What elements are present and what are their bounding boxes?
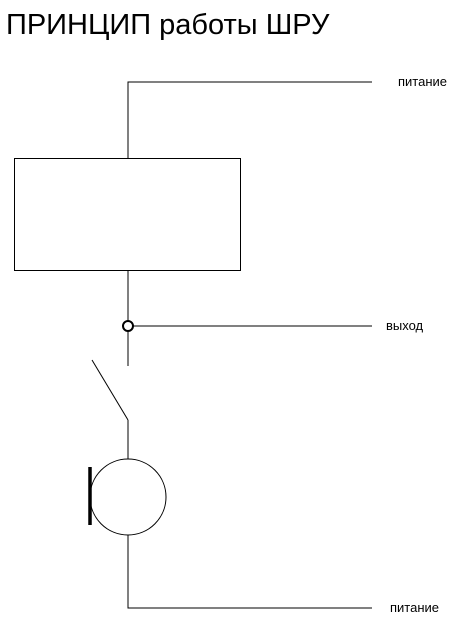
label-power-top: питание	[398, 74, 447, 89]
microphone-circle	[89, 458, 167, 536]
wire-power-top	[127, 81, 372, 158]
label-power-bottom: питание	[390, 600, 439, 615]
label-output: выход	[386, 318, 424, 333]
wire-power-bottom	[127, 535, 372, 609]
output-node-icon	[122, 320, 134, 332]
page-title: ПРИНЦИП работы ШРУ	[6, 9, 330, 41]
switch-blade	[91, 359, 129, 421]
control-block	[14, 158, 241, 271]
